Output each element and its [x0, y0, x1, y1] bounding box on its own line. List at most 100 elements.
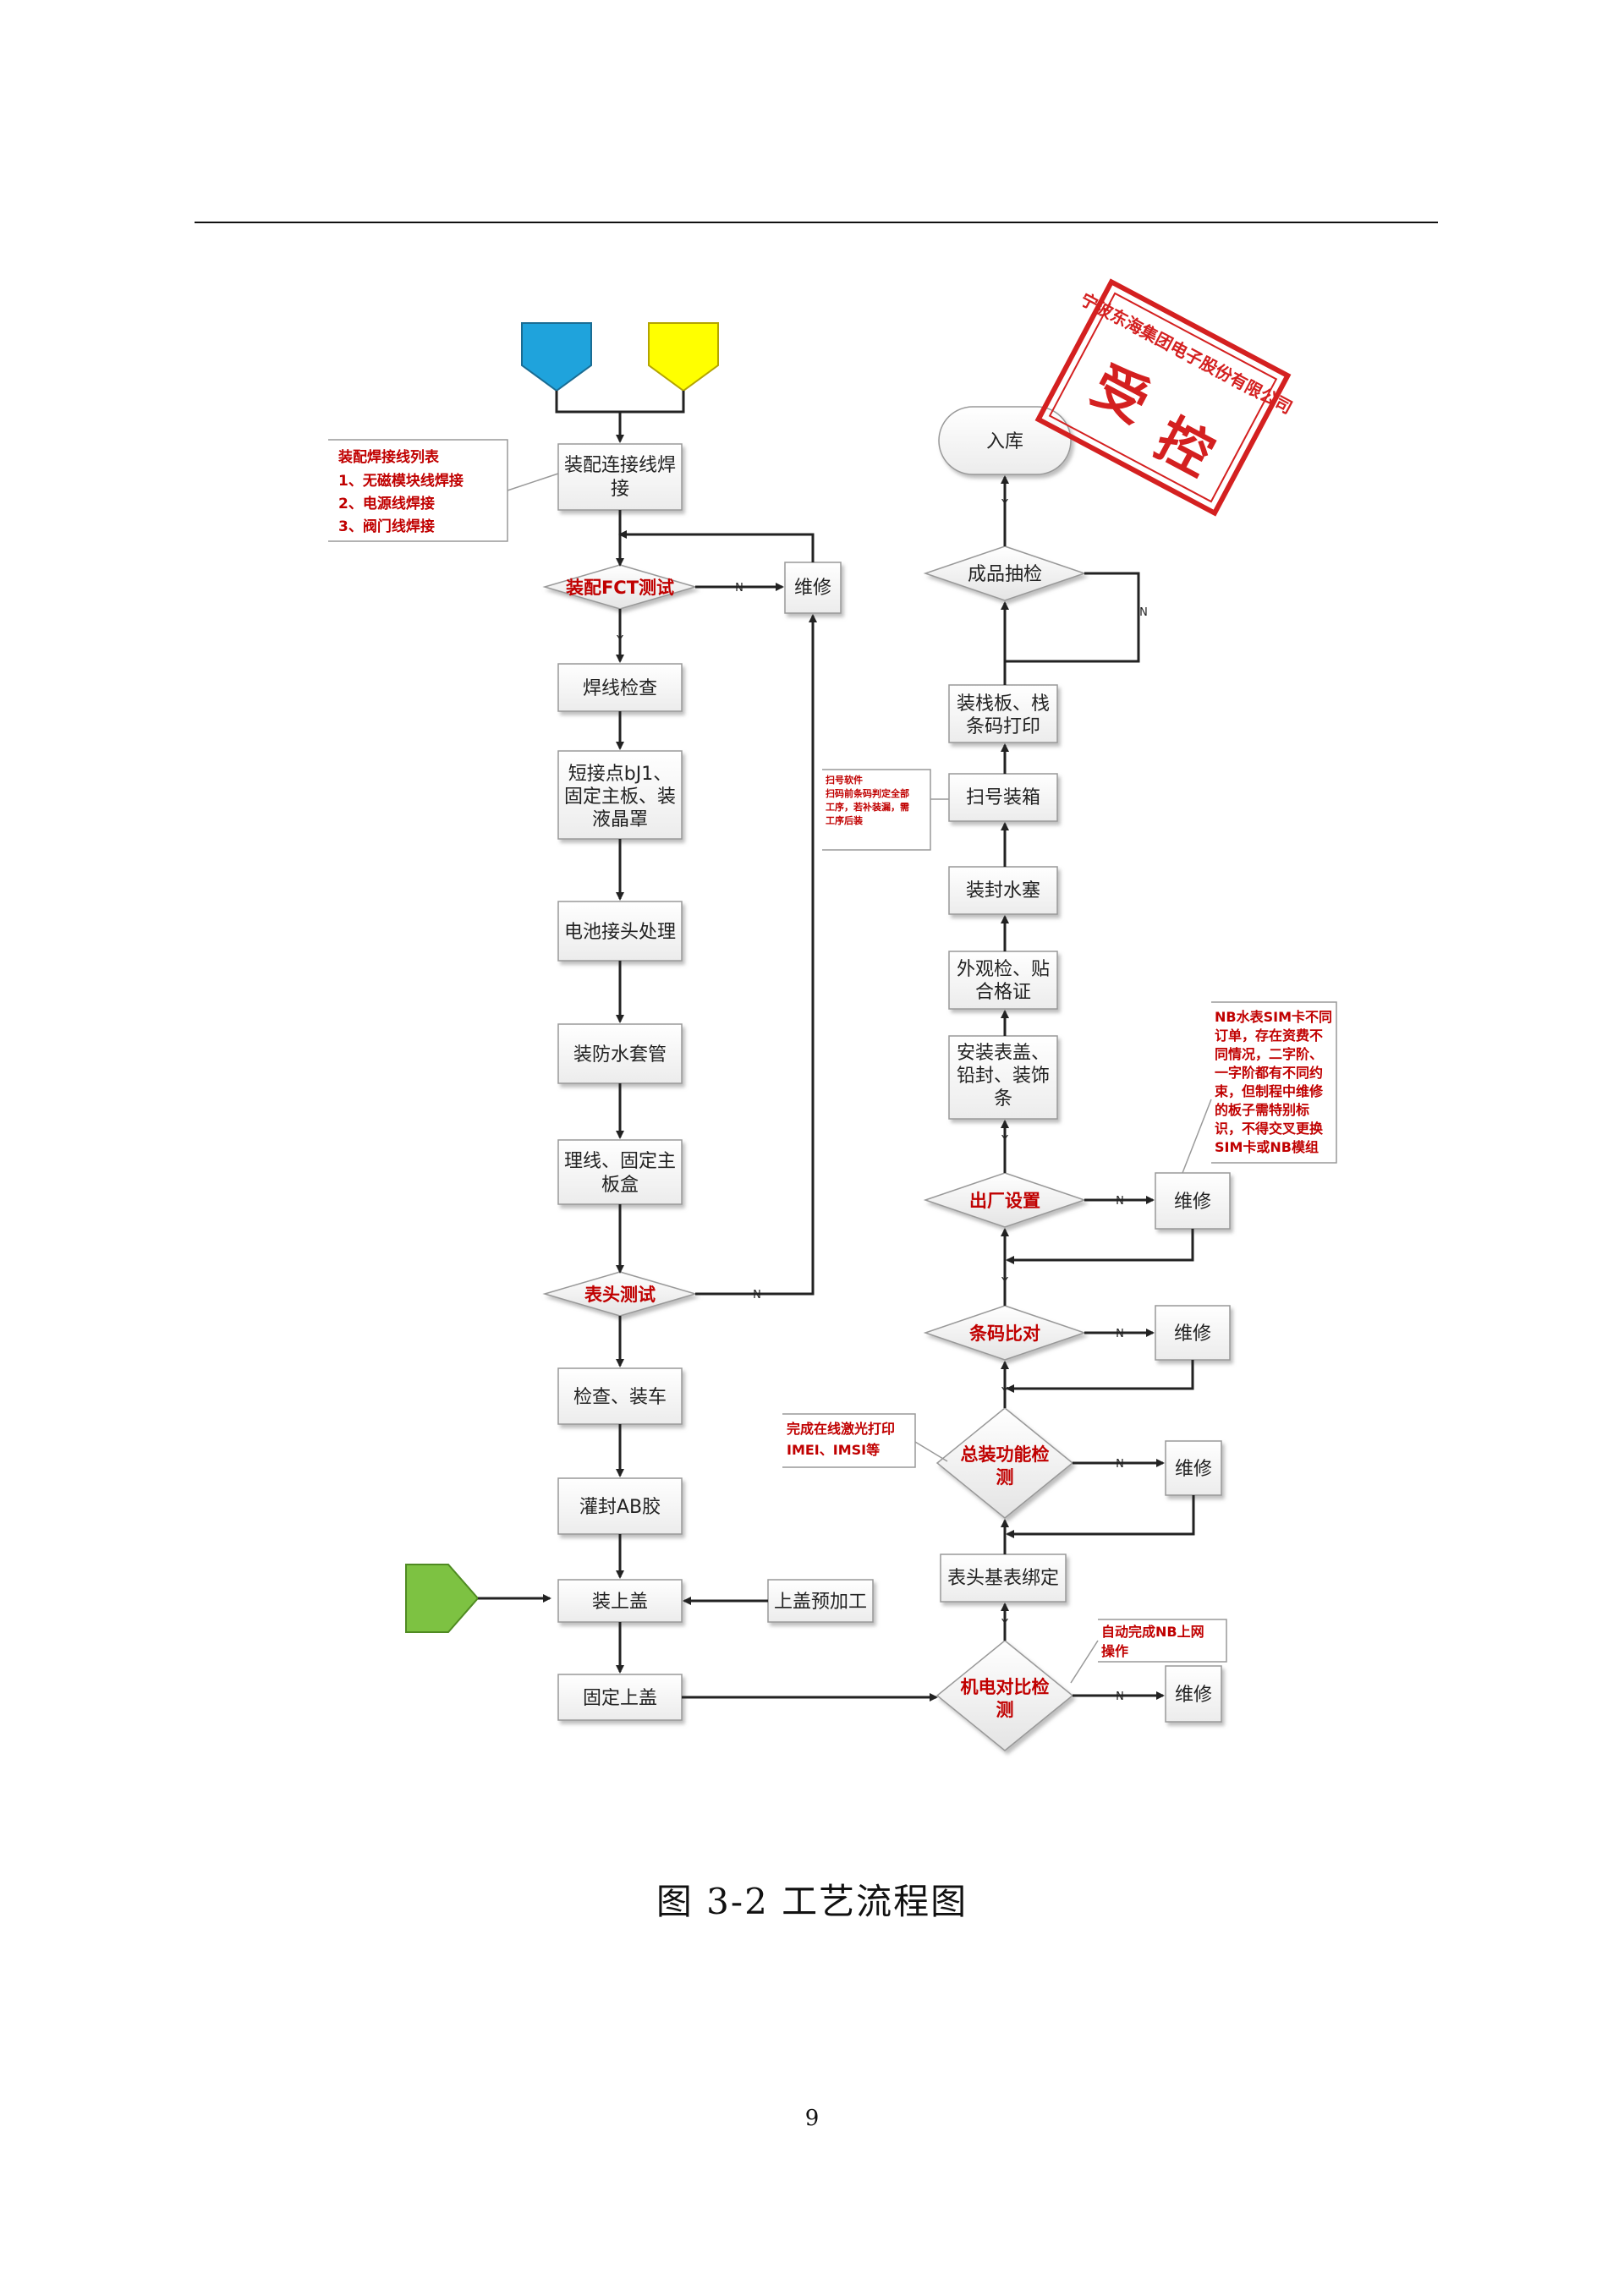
- weld-list-line3: 2、电源线焊接: [338, 495, 435, 512]
- decision-factory-set: [923, 1172, 1087, 1228]
- box-weld-assembly: [557, 443, 683, 511]
- short-point-line1: 短接点bJ1、: [568, 764, 672, 785]
- svg-text:板盒: 板盒: [601, 1175, 639, 1196]
- decision-em-compare: [935, 1640, 1074, 1751]
- nb-note-line3: 同情况，二字阶、: [1215, 1046, 1323, 1062]
- install-cover-line2: 铅封、装饰: [957, 1066, 1050, 1087]
- short-point-line3: 液晶罩: [592, 809, 648, 830]
- svg-text:安装表盖、: 安装表盖、: [957, 1043, 1050, 1064]
- sample-n-label: N: [1139, 606, 1148, 619]
- nb-note-line7: 识，不得交叉更换: [1215, 1121, 1324, 1137]
- fct-n-label: N: [735, 582, 743, 595]
- repair-3-label: 维修: [1174, 1323, 1211, 1345]
- terminal-warehouse: [938, 406, 1072, 475]
- svg-text:装配连接线焊: 装配连接线焊: [564, 455, 676, 476]
- final-n-label: N: [1116, 1458, 1124, 1471]
- barcode-y-label: Y: [1001, 1386, 1008, 1399]
- ab-glue-label: 灌封AB胶: [579, 1497, 661, 1518]
- factory-set-label: 出厂设置: [969, 1191, 1040, 1211]
- page-number: 9: [804, 2106, 820, 2131]
- box-water-plug: [948, 866, 1058, 915]
- nb-note-line1: NB水表SIM卡不同: [1215, 1009, 1332, 1025]
- box-cover-prep: [767, 1579, 874, 1623]
- repair-4-label: 维修: [1175, 1459, 1212, 1480]
- svg-text:条码打印: 条码打印: [966, 716, 1040, 737]
- box-bind: [940, 1553, 1067, 1603]
- bind-label: 表头基表绑定: [947, 1568, 1059, 1589]
- svg-text:接: 接: [611, 479, 629, 500]
- box-repair-3: [1155, 1305, 1231, 1361]
- svg-text:液晶罩: 液晶罩: [592, 809, 648, 830]
- fix-cover-label: 固定上盖: [583, 1688, 657, 1709]
- svg-text:外观检、贴: 外观检、贴: [957, 959, 1050, 980]
- install-y-label: Y: [1001, 1134, 1008, 1147]
- em-compare-line1: 机电对比检: [961, 1677, 1050, 1697]
- svg-text:装栈板、栈: 装栈板、栈: [957, 693, 1050, 715]
- weld-assembly-line1: 装配连接线焊: [564, 455, 676, 476]
- weld-list-line2: 1、无磁模块线焊接: [338, 472, 464, 490]
- factory-y-label: Y: [1001, 1276, 1008, 1289]
- decision-barcode-compare: [923, 1305, 1087, 1361]
- scan-note-line2: 扫码前条码判定全部: [826, 787, 909, 799]
- factory-n-label: N: [1116, 1195, 1124, 1208]
- battery-label: 电池接头处理: [564, 922, 676, 943]
- em-n-label: N: [1116, 1690, 1124, 1703]
- weld-list-line1: 装配焊接线列表: [337, 448, 440, 466]
- start-yellow-shape: [648, 322, 719, 392]
- svg-text:测: 测: [996, 1700, 1014, 1720]
- box-repair-1: [784, 562, 842, 614]
- box-cover: [557, 1579, 683, 1623]
- cover-label: 装上盖: [592, 1592, 648, 1613]
- box-install-cover: [948, 1035, 1058, 1120]
- svg-text:理线、固定主: 理线、固定主: [564, 1151, 676, 1172]
- scan-pack-label: 扫号装箱: [966, 787, 1040, 808]
- head-test-label: 表头测试: [584, 1285, 656, 1305]
- box-pallet: [948, 684, 1058, 743]
- box-scan-pack: [948, 773, 1058, 822]
- figure-caption: 图 3-2 工艺流程图: [656, 1881, 968, 1922]
- stamp-char-2: 控: [1145, 408, 1222, 488]
- final-func-line2: 测: [996, 1467, 1014, 1488]
- svg-text:条: 条: [994, 1088, 1012, 1110]
- scan-note-line4: 工序后装: [826, 814, 863, 826]
- laser-note-line2: IMEI、IMSI等: [787, 1442, 880, 1458]
- svg-text:合格证: 合格证: [975, 982, 1031, 1003]
- appearance-line1: 外观检、贴: [957, 959, 1050, 980]
- repair-2-label: 维修: [1174, 1192, 1211, 1213]
- barcode-n-label: N: [1116, 1328, 1124, 1340]
- box-short-point: [557, 750, 683, 840]
- appearance-line2: 合格证: [975, 982, 1031, 1003]
- fct-test-label: 装配FCT测试: [566, 578, 674, 598]
- svg-text:测: 测: [996, 1467, 1014, 1488]
- weld-check-label: 焊线检查: [583, 678, 657, 699]
- svg-text:固定主板、装: 固定主板、装: [564, 786, 676, 808]
- water-plug-label: 装封水塞: [966, 880, 1040, 901]
- decision-sample-check: [923, 545, 1087, 601]
- svg-text:铅封、装饰: 铅封、装饰: [957, 1066, 1050, 1087]
- start-blue-shape: [521, 322, 592, 392]
- box-battery: [557, 901, 683, 962]
- start-green-shape: [405, 1564, 480, 1633]
- scan-note-line1: 扫号软件: [826, 774, 863, 786]
- check-car-label: 检查、装车: [573, 1387, 667, 1408]
- warehouse-label: 入库: [986, 431, 1023, 452]
- box-repair-5: [1165, 1665, 1222, 1723]
- waterproof-label: 装防水套管: [573, 1044, 667, 1066]
- cover-prep-label: 上盖预加工: [774, 1592, 867, 1613]
- barcode-compare-label: 条码比对: [969, 1323, 1040, 1344]
- nb-note-line8: SIM卡或NB模组: [1215, 1139, 1319, 1155]
- right-column: 入库 成品抽检 装栈板、栈 条码打印 扫号装箱 装封水塞 外观检、贴 合格证 安…: [923, 406, 1231, 1751]
- weld-assembly-line2: 接: [611, 479, 629, 500]
- controlled-stamp: 宁波东海集团电子股份有限公司 受 控: [1034, 278, 1296, 517]
- box-fix-cover: [557, 1674, 683, 1721]
- em-compare-line2: 测: [996, 1700, 1014, 1720]
- scan-note-line3: 工序，若补装漏，需: [826, 801, 909, 813]
- install-cover-line3: 条: [994, 1088, 1012, 1110]
- laser-note-line1: 完成在线激光打印: [787, 1421, 895, 1437]
- left-column: 装配连接线焊 接 焊线检查 短接点bJ1、 固定主板、装 液晶罩 电池接头处理 …: [542, 443, 938, 1721]
- box-repair-2: [1155, 1172, 1231, 1230]
- auto-nb-line2: 操作: [1101, 1643, 1128, 1659]
- svg-text:机电对比检: 机电对比检: [961, 1677, 1050, 1697]
- svg-text:装封水塞: 装封水塞: [966, 880, 1040, 901]
- stamp-char-1: 受: [1082, 354, 1159, 435]
